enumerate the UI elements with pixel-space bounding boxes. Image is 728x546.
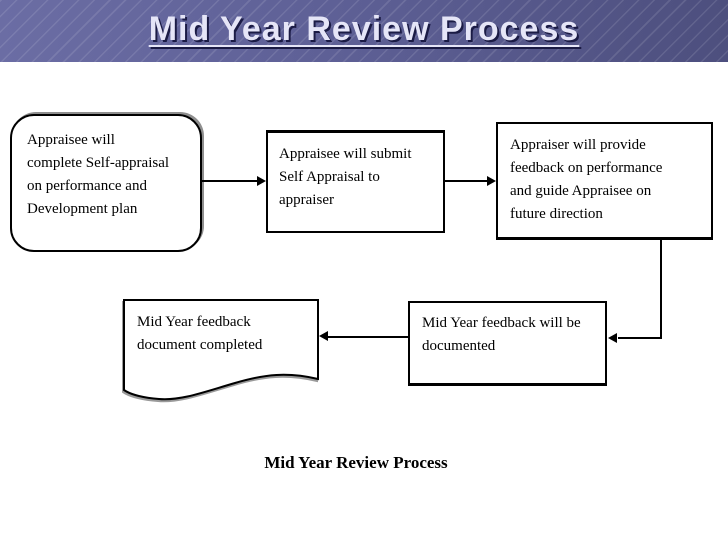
flow-node-document-completed-label: Mid Year feedback document completed <box>137 314 263 353</box>
arrowhead-left-icon <box>608 333 617 343</box>
document-shape-icon <box>123 299 319 401</box>
flow-node-self-appraisal: Appraisee will complete Self-appraisal o… <box>10 114 202 252</box>
connector-feedback-to-documented-horizontal <box>618 337 662 339</box>
connector-documented-to-document <box>328 336 408 338</box>
flow-node-document-completed: Mid Year feedback document completed <box>123 299 319 403</box>
arrowhead-left-icon <box>319 331 328 341</box>
slide-title: Mid Year Review Process <box>148 9 580 48</box>
flow-node-feedback-documented: Mid Year feedback will be documented <box>408 301 607 386</box>
connector-feedback-to-documented-vertical <box>660 240 662 338</box>
arrowhead-right-icon <box>257 176 266 186</box>
flow-node-provide-feedback: Appraiser will provide feedback on perfo… <box>496 122 713 240</box>
slide-header: Mid Year Review Process <box>0 0 728 62</box>
arrowhead-right-icon <box>487 176 496 186</box>
flow-node-submit-appraisal: Appraisee will submit Self Appraisal to … <box>266 130 445 233</box>
connector-submit-to-feedback <box>445 180 488 182</box>
connector-self-appraisal-to-submit <box>202 180 258 182</box>
caption-text: Mid Year Review Process <box>264 453 448 472</box>
